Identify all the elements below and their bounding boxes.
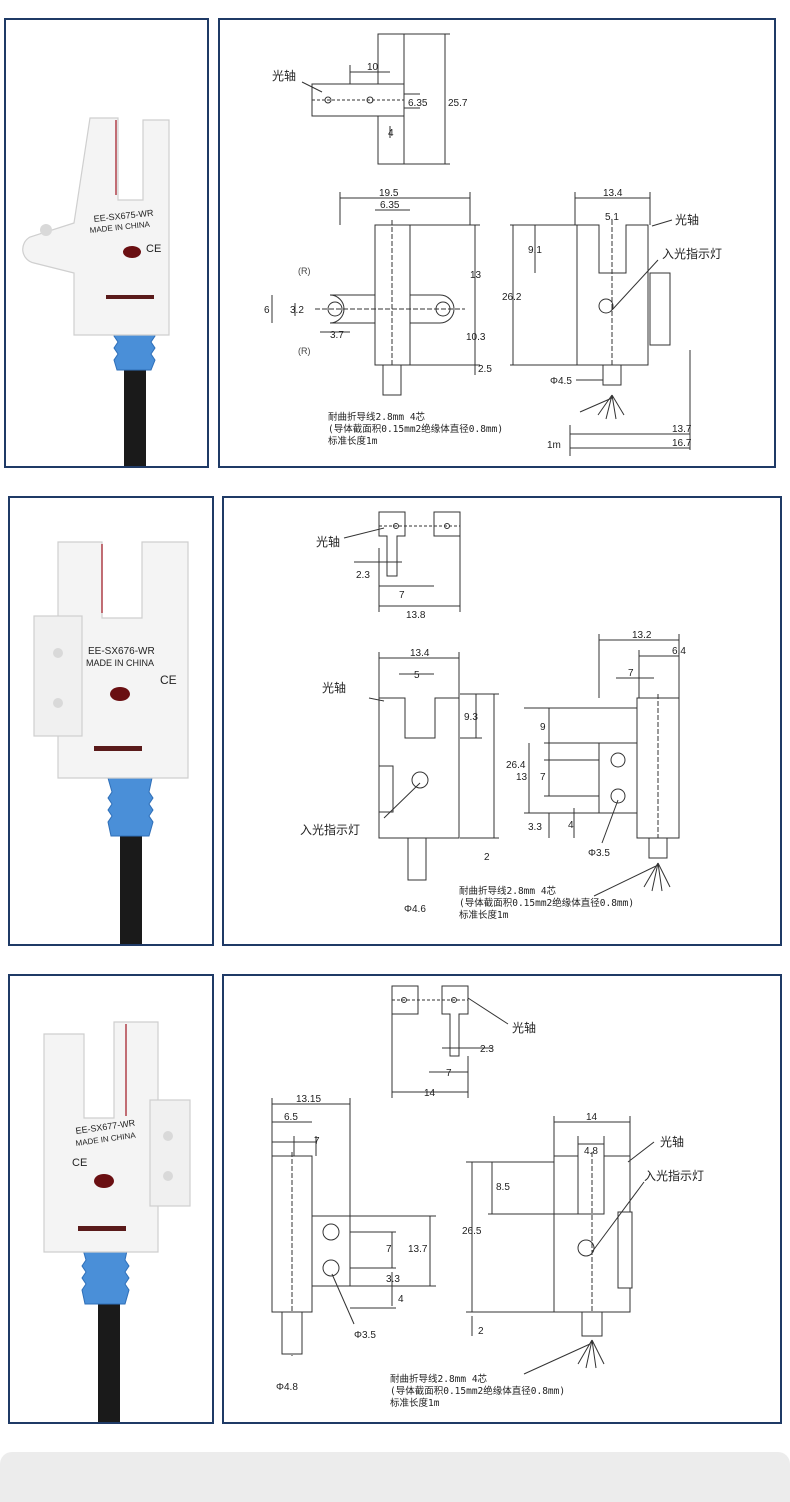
optical-axis-label-2b: 光轴 xyxy=(322,680,346,695)
dim-d37-1: 3.7 xyxy=(330,330,344,341)
dim-top-width-2: 13.8 xyxy=(406,610,426,621)
dim-h-3: 26.5 xyxy=(462,1226,482,1237)
dim-width-2: 13.4 xyxy=(410,648,430,659)
dim-side-7-3: 7 xyxy=(314,1136,320,1147)
dim-h85-3: 8.5 xyxy=(496,1182,510,1193)
dim-top-pos-3: 7 xyxy=(446,1068,452,1079)
dim-v9-2: 9 xyxy=(540,722,546,733)
optical-axis-label-1a: 光轴 xyxy=(272,68,296,83)
dim-side-slot-1: 5.1 xyxy=(605,212,619,223)
optical-axis-label-2a: 光轴 xyxy=(316,534,340,549)
dim-v137-3: 13.7 xyxy=(408,1244,428,1255)
dim-side-h91-1: 9.1 xyxy=(528,245,542,256)
dim-167-1: 16.7 xyxy=(672,438,692,449)
dim-v7-2: 7 xyxy=(540,772,546,783)
dim-cable-d-3: Φ4.8 xyxy=(276,1382,298,1393)
dim-hole-2: Φ3.5 xyxy=(588,848,610,859)
dim-d6-1: 6 xyxy=(264,305,270,316)
optical-axis-label-3b: 光轴 xyxy=(660,1134,684,1149)
cable-note-2c: 标准长度1m xyxy=(459,909,509,921)
dimension-drawing-3: 光轴 2.3 7 14 13.15 6.5 7 7 13.7 3.3 4 Φ3.… xyxy=(271,985,704,1409)
drawing-1: 光轴 10 6.35 25.7 4 19.5 6.35 13 10.3 2.5 … xyxy=(218,18,776,468)
ce-mark-1: CE xyxy=(146,243,161,255)
dim-h93-2: 9.3 xyxy=(464,712,478,723)
cable-note-3b: (导体截面积0.15mm2绝缘体直径0.8mm) xyxy=(390,1385,565,1397)
sensor-illustration-3: EE-SX677-WR MADE IN CHINA CE xyxy=(43,1021,191,1422)
cable-note-1c: 标准长度1m xyxy=(328,435,378,447)
light-indicator-label-3: 入光指示灯 xyxy=(644,1168,704,1183)
dim-side-h-1: 26.2 xyxy=(502,292,522,303)
dim-side-64-2: 6.4 xyxy=(672,646,686,657)
dim-v33-3: 3.3 xyxy=(386,1274,400,1285)
sensor-illustration-1: EE-SX675-WR MADE IN CHINA CE xyxy=(22,117,170,466)
dim-slot-2: 5 xyxy=(414,670,420,681)
dim-side-7-2: 7 xyxy=(628,668,634,679)
dim-side-w-2: 13.2 xyxy=(632,630,652,641)
dim-side-65-3: 6.5 xyxy=(284,1112,298,1123)
radius-label-1a: (R) xyxy=(298,266,311,276)
dim-top-width-3: 14 xyxy=(424,1088,436,1099)
dim-top-slot-3: 2.3 xyxy=(480,1044,494,1055)
dim-top-pos-2: 7 xyxy=(399,590,405,601)
drawing-2: 光轴 2.3 7 13.8 光轴 入光指示灯 13.4 5 9.3 26.4 2… xyxy=(222,496,782,946)
dim-top-height-1: 25.7 xyxy=(448,98,468,109)
dim-width-1: 19.5 xyxy=(379,188,399,199)
dim-top-gap-1: 6.35 xyxy=(408,98,428,109)
radius-label-1b: (R) xyxy=(298,346,311,356)
product-photo-2: EE-SX676-WR MADE IN CHINA CE xyxy=(8,496,214,946)
dim-h13-1: 13 xyxy=(470,270,482,281)
dimension-drawing-2: 光轴 2.3 7 13.8 光轴 入光指示灯 13.4 5 9.3 26.4 2… xyxy=(300,511,686,921)
dim-h-2: 26.4 xyxy=(506,760,526,771)
dim-side-w-3: 13.15 xyxy=(296,1094,321,1105)
dim-top-slot-1: 4 xyxy=(388,128,394,139)
dimension-drawing-1: 光轴 10 6.35 25.7 4 19.5 6.35 13 10.3 2.5 … xyxy=(264,33,722,456)
ce-mark-2: CE xyxy=(160,673,177,687)
product-photo-1: EE-SX675-WR MADE IN CHINA CE xyxy=(4,18,209,468)
ce-mark-3: CE xyxy=(72,1157,87,1169)
dim-slot-3: 4.8 xyxy=(584,1146,598,1157)
dim-width-3: 14 xyxy=(586,1112,598,1123)
cable-note-3a: 耐曲折导线2.8mm 4芯 xyxy=(390,1373,488,1385)
dim-len-1: 1m xyxy=(547,440,561,451)
footer-band xyxy=(0,1452,790,1502)
dim-v33-2: 3.3 xyxy=(528,822,542,833)
dim-d32-1: 3.2 xyxy=(290,305,304,316)
dim-v13-2: 13 xyxy=(516,772,528,783)
light-indicator-label-1: 入光指示灯 xyxy=(662,246,722,261)
dim-side-w-1: 13.4 xyxy=(603,188,623,199)
dim-h10-1: 10.3 xyxy=(466,332,486,343)
cable-note-2a: 耐曲折导线2.8mm 4芯 xyxy=(459,885,557,897)
cable-note-1a: 耐曲折导线2.8mm 4芯 xyxy=(328,411,426,423)
dim-slot-1: 6.35 xyxy=(380,200,400,211)
drawing-3: 光轴 2.3 7 14 13.15 6.5 7 7 13.7 3.3 4 Φ3.… xyxy=(222,974,782,1424)
model-text-2: EE-SX676-WR xyxy=(88,646,155,657)
made-text-2: MADE IN CHINA xyxy=(86,658,154,668)
dim-v7-3: 7 xyxy=(386,1244,392,1255)
dim-top-slot-2: 2.3 xyxy=(356,570,370,581)
light-indicator-label-2: 入光指示灯 xyxy=(300,822,360,837)
product-photo-3: EE-SX677-WR MADE IN CHINA CE xyxy=(8,974,214,1424)
dim-cable-d-1: Φ4.5 xyxy=(550,376,572,387)
dim-h2-2: 2 xyxy=(484,852,490,863)
sensor-illustration-2: EE-SX676-WR MADE IN CHINA CE xyxy=(33,541,189,944)
cable-note-1b: (导体截面积0.15mm2绝缘体直径0.8mm) xyxy=(328,423,503,435)
dim-top-width-1: 10 xyxy=(367,62,379,73)
optical-axis-label-1b: 光轴 xyxy=(675,212,699,227)
dim-137-1: 13.7 xyxy=(672,424,692,435)
dim-v4-3: 4 xyxy=(398,1294,404,1305)
dim-h2-3: 2 xyxy=(478,1326,484,1337)
dim-hole-3: Φ3.5 xyxy=(354,1330,376,1341)
cable-note-3c: 标准长度1m xyxy=(390,1397,440,1409)
optical-axis-label-3a: 光轴 xyxy=(512,1020,536,1035)
dim-cable-d-2: Φ4.6 xyxy=(404,904,426,915)
dim-v4-2: 4 xyxy=(568,820,574,831)
cable-note-2b: (导体截面积0.15mm2绝缘体直径0.8mm) xyxy=(459,897,634,909)
dim-h25-1: 2.5 xyxy=(478,364,492,375)
